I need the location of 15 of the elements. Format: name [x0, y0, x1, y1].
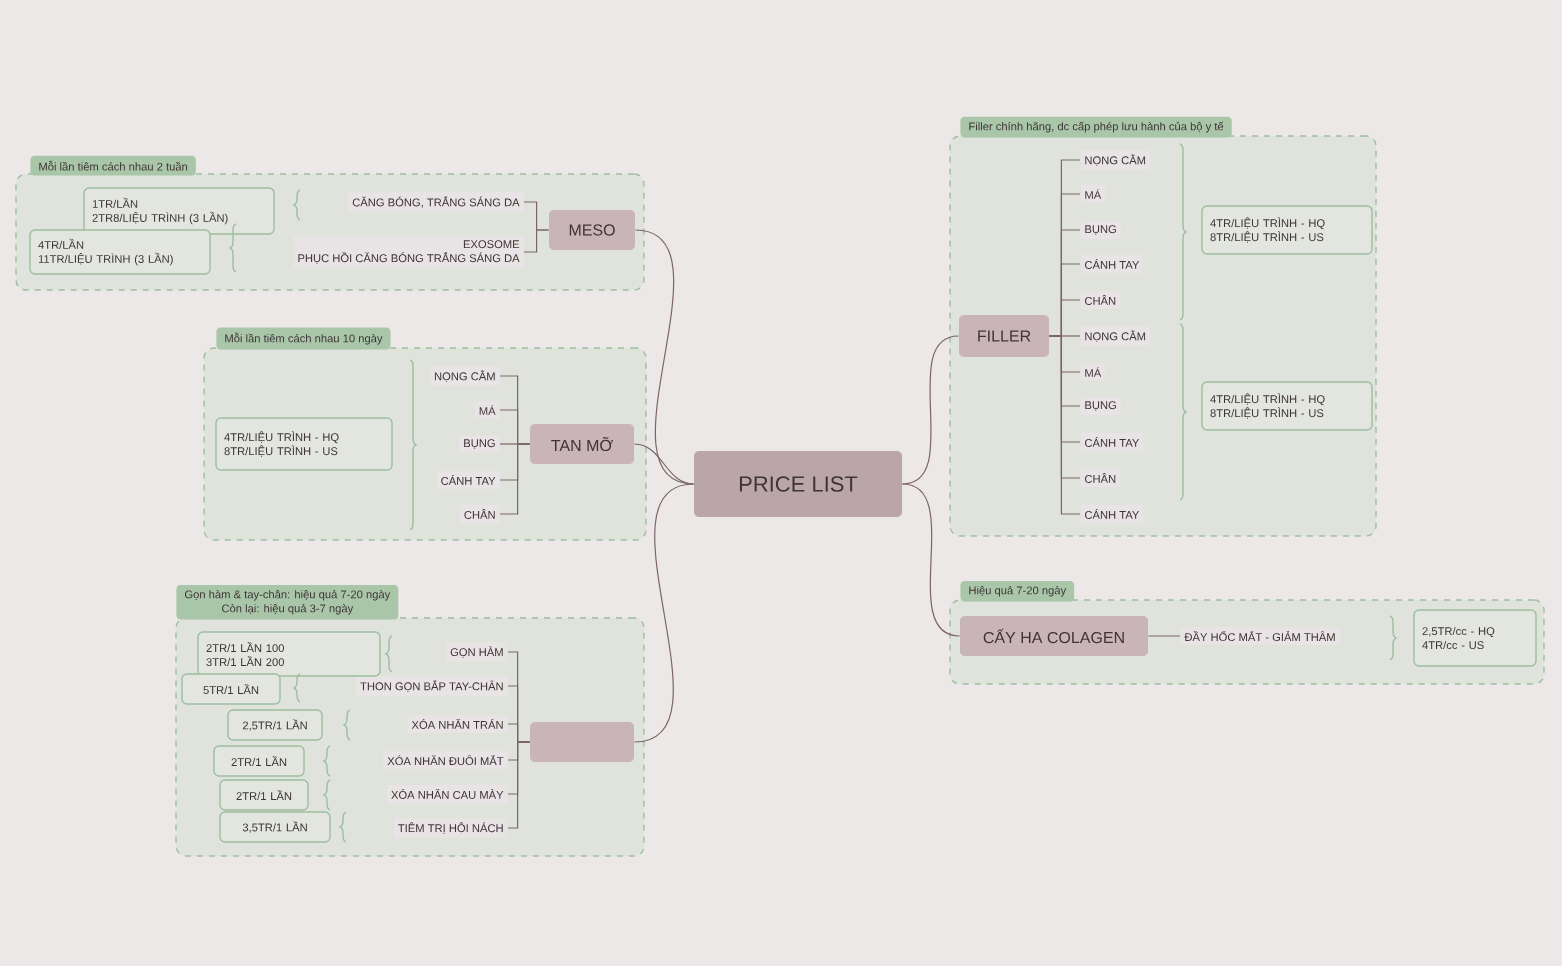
topic-box: MESO — [549, 210, 635, 250]
connector — [507, 741, 531, 829]
topic-box: FILLER — [959, 315, 1049, 357]
connector — [901, 483, 961, 637]
topic-box: TAN MỠ — [530, 424, 634, 464]
connector — [1048, 335, 1081, 515]
connector — [499, 443, 531, 515]
connector — [523, 229, 550, 253]
connector — [901, 335, 960, 485]
topic-box — [530, 722, 634, 762]
connector — [633, 443, 695, 485]
connector — [633, 483, 695, 743]
central-topic: PRICE LIST — [694, 451, 902, 517]
topic-box: CẤY HA COLAGEN — [960, 616, 1148, 656]
connector — [1147, 635, 1181, 637]
